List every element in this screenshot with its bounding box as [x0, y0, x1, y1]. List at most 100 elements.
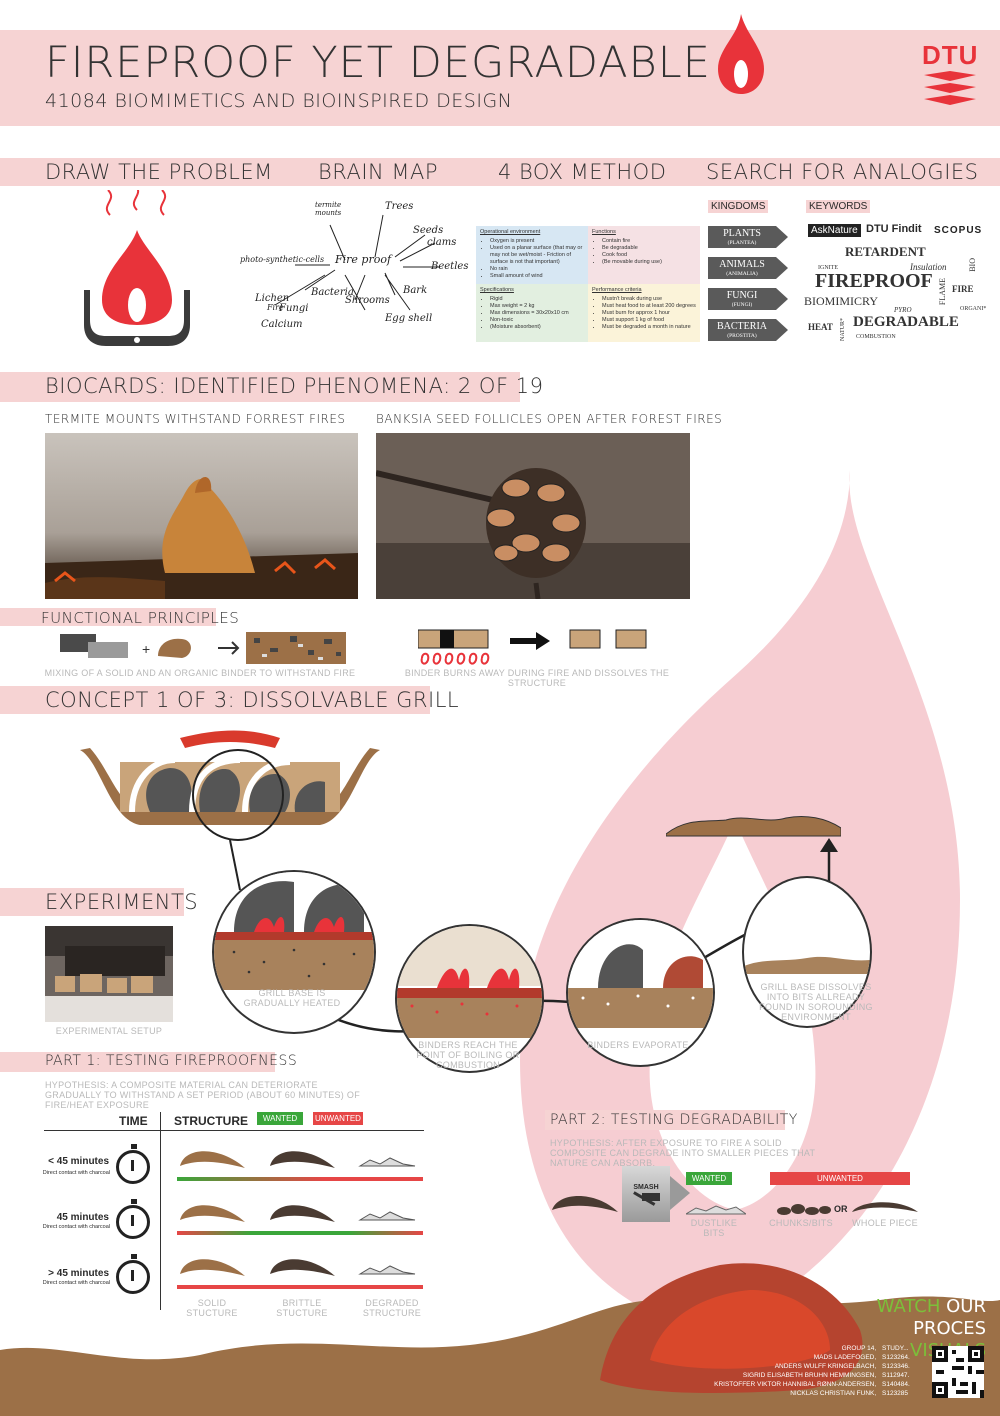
qr-code-icon[interactable]	[932, 1346, 984, 1398]
col-time-label: TIME	[119, 1114, 148, 1128]
structure-label-solid: SOLID STUCTURE	[186, 1298, 238, 1318]
step-circle-4	[742, 876, 872, 1028]
brain-word: Bark	[403, 285, 428, 296]
brain-word: Egg shell	[385, 313, 433, 324]
dustlike-bits-drawing	[686, 1205, 746, 1215]
brain-map-lines	[274, 214, 440, 311]
brain-word: Trees	[385, 201, 414, 212]
kingdom-latin: (FUNGI)	[731, 302, 753, 308]
heading-draw-problem: DRAW THE PROBLEM	[45, 160, 273, 184]
dtu-logo-text: DTU	[922, 40, 979, 70]
dtu-logo-mark-icon	[924, 71, 976, 105]
table-divider-horizontal	[44, 1130, 424, 1131]
brain-word: photo-synthetic-cells	[240, 255, 325, 264]
box-title: Operational environment	[480, 229, 541, 235]
keyword: ORGANI*	[960, 306, 987, 312]
keyword: FLAME	[938, 278, 947, 306]
page-title: FIREPROOF YET DEGRADABLE	[45, 38, 711, 88]
functional-band	[0, 608, 216, 626]
keyword: Insulation	[910, 262, 947, 272]
step-circle-2	[395, 924, 544, 1073]
row-time-sub: Direct contact with charcoal	[42, 1224, 110, 1230]
kingdom-plants: PLANTS(PLANTEA)	[708, 226, 776, 248]
keyword: PYRO	[894, 306, 912, 314]
dissolvable-grill-drawing	[80, 730, 380, 891]
header-band	[0, 30, 1000, 126]
row-time: < 45 minutes	[48, 1156, 109, 1167]
outcome-chunks: CHUNKS/BITS	[769, 1218, 833, 1228]
wanted-tag: WANTED	[257, 1112, 303, 1125]
biocard-title-banksia: BANKSIA SEED FOLLICLES OPEN AFTER FOREST…	[376, 412, 723, 426]
experimental-setup-photo	[45, 926, 173, 1022]
problem-grill-drawing	[84, 190, 190, 346]
kingdom-animals: ANIMALS(ANIMALIA)	[708, 257, 776, 279]
keyword: NATUR*	[840, 318, 846, 342]
brain-word: termite mounts	[315, 201, 342, 217]
source-scopus: SCOPUS	[934, 225, 983, 236]
stopwatch-icon	[116, 1254, 150, 1294]
brain-word: Seeds	[413, 225, 444, 236]
box-item: Contain fire	[602, 238, 696, 245]
kingdom-latin: (ANIMALIA)	[726, 271, 758, 277]
row-time-sub: Direct contact with charcoal	[42, 1170, 110, 1176]
part2-wanted-tag: WANTED	[686, 1172, 732, 1185]
step-caption-3: BINDERS EVAPORATE	[587, 1040, 689, 1050]
hammer-icon	[633, 1191, 660, 1206]
part2-heading: PART 2: TESTING DEGRADABILITY	[550, 1112, 798, 1128]
part1-hypothesis: HYPOTHESIS: A COMPOSITE MATERIAL CAN DET…	[45, 1080, 360, 1110]
member-id: S123285	[882, 1390, 909, 1397]
box-item: (Be movable during use)	[602, 259, 696, 266]
whole-piece-drawing	[852, 1202, 918, 1212]
box-item: Must support 1 kg of food	[602, 317, 696, 324]
part1-band	[0, 1052, 275, 1072]
brain-word: Fungi	[279, 303, 309, 314]
box-item: Must heat food to at least 200 degrees	[602, 303, 696, 310]
brain-word: Lichen	[255, 293, 290, 304]
source-asknature: AskNature	[808, 224, 861, 237]
box-item: Cook food	[602, 252, 696, 259]
kingdom-name: PLANTS	[723, 228, 761, 239]
brain-word: Beetles	[431, 261, 469, 272]
box-functions: Functions Contain fireBe degradableCook …	[588, 226, 700, 284]
heading-4-box: 4 BOX METHOD	[498, 160, 667, 184]
experiments-heading: EXPERIMENTS	[45, 890, 199, 914]
principle1-caption: MIXING OF A SOLID AND AN ORGANIC BINDER …	[44, 668, 356, 678]
step-caption-4: GRILL BASE DISSOLVES INTO BITS ALLREADY …	[759, 982, 873, 1022]
biocard-title-termite: TERMITE MOUNTS WITHSTAND FORREST FIRES	[45, 412, 346, 426]
heading-brain-map: BRAIN MAP	[318, 160, 439, 184]
experiments-band	[0, 888, 184, 916]
step-circle-1	[212, 870, 376, 1034]
keyword: BIOMIMICRY	[804, 294, 879, 308]
member-id: S123346.	[882, 1363, 910, 1370]
chunks-drawing	[777, 1204, 831, 1215]
box-item: Must be degraded a month in nature	[602, 324, 696, 331]
outcome-dustlike: DUSTLIKE BITS	[690, 1218, 738, 1238]
box-item: (Moisture absorbent)	[490, 324, 584, 331]
concept-band	[0, 686, 430, 714]
source-dtu-findit: DTU Findit	[866, 223, 922, 235]
col-structure-label: STRUCTURE	[174, 1114, 248, 1128]
box-item: Rigid	[490, 296, 584, 303]
box-item: Small amount of wind	[490, 273, 584, 280]
kingdom-name: BACTERIA	[717, 321, 767, 332]
member-id: S123264.	[882, 1354, 910, 1361]
keyword: COMBUSTION	[856, 334, 896, 340]
part2-unwanted-tag: UNWANTED	[770, 1172, 910, 1185]
banksia-photo	[376, 433, 690, 599]
box-specifications: Specifications RigidMax weight = 2 kgMax…	[476, 284, 588, 342]
keyword: RETARDENT	[845, 244, 926, 259]
proces-word: PROCES	[913, 1318, 986, 1339]
box-title: Specifications	[480, 287, 514, 293]
kingdoms-label: KINGDOMS	[708, 200, 769, 213]
flame-icon	[718, 14, 764, 94]
member-name: SIGRID ELISABETH BRUHN HEMMINGSEN,	[742, 1372, 877, 1379]
smash-label: SMASH	[633, 1184, 659, 1191]
concept-heading: CONCEPT 1 OF 3: DISSOLVABLE GRILL	[45, 688, 460, 712]
arrow-right-icon	[670, 1176, 690, 1210]
smash-box: SMASH	[622, 1166, 670, 1222]
member-id: S112947.	[882, 1372, 910, 1379]
biocards-band	[0, 372, 520, 402]
functional-heading: FUNCTIONAL PRINCIPLES	[41, 609, 240, 627]
row-time-sub: Direct contact with charcoal	[42, 1280, 110, 1286]
member-name: ANDERS WULFF KRINGELBACH,	[774, 1363, 877, 1370]
